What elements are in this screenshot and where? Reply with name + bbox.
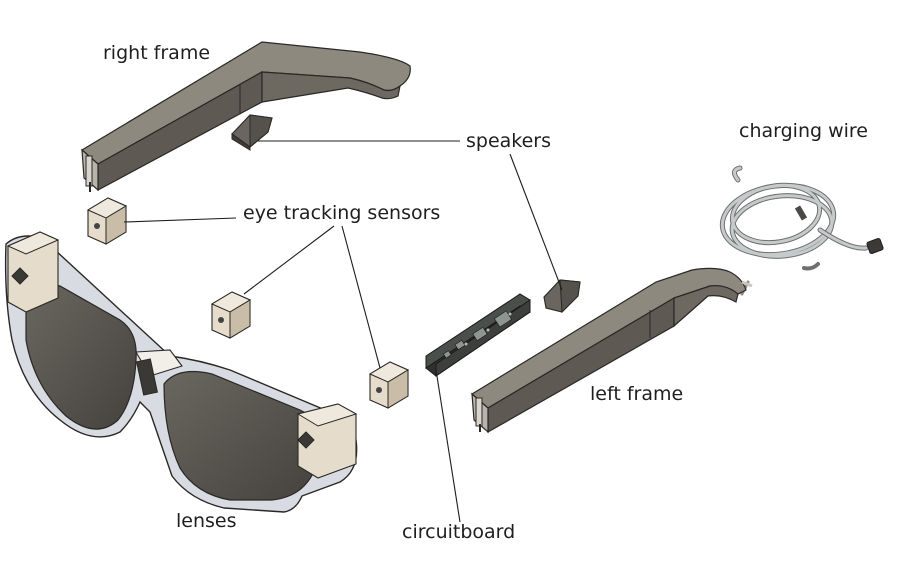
- leader-sensor-3: [341, 225, 381, 369]
- label-speakers: speakers: [466, 130, 552, 152]
- circuitboard-part: [425, 293, 531, 377]
- left-frame-part: [470, 267, 753, 434]
- label-lenses: lenses: [176, 510, 237, 532]
- sensor-cube-2: [210, 291, 252, 339]
- speaker-bottom-part: [543, 279, 581, 314]
- leader-lines: [123, 140, 563, 523]
- leader-speaker-bottom: [509, 153, 563, 291]
- speaker-top-part: [231, 114, 273, 151]
- label-eye-tracking-sensors: eye tracking sensors: [243, 202, 441, 224]
- leader-sensor-2: [243, 225, 335, 295]
- right-frame-part: [80, 41, 411, 192]
- leader-circuitboard: [435, 369, 461, 523]
- leader-sensor-1: [123, 217, 237, 223]
- label-left-frame: left frame: [590, 383, 684, 405]
- charging-wire-connector: [866, 238, 884, 254]
- label-charging-wire: charging wire: [739, 120, 868, 142]
- sensor-cube-1: [86, 197, 128, 245]
- label-right-frame: right frame: [103, 42, 211, 64]
- lenses-part: [4, 231, 358, 513]
- charging-wire-part: [719, 165, 869, 296]
- sensor-cube-3: [368, 361, 410, 409]
- label-circuitboard: circuitboard: [402, 521, 516, 543]
